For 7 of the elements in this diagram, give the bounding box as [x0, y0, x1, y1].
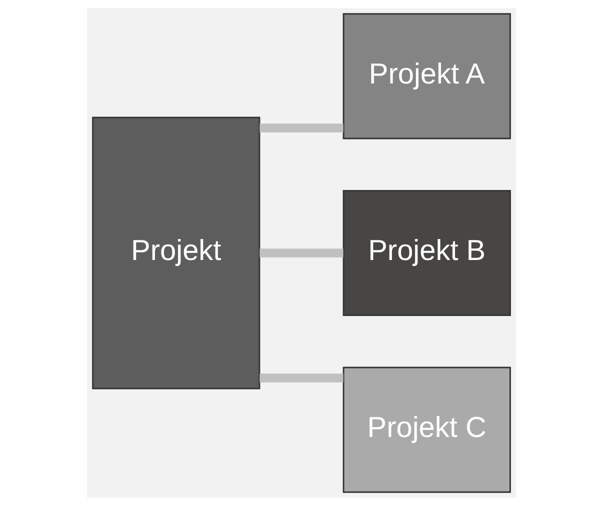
node-box: Projekt B: [342, 190, 510, 316]
connector: [259, 374, 343, 382]
connector: [259, 248, 343, 258]
node-box: Projekt C: [342, 366, 510, 493]
node-box: Projekt A: [342, 13, 510, 140]
node-box: Projekt: [92, 116, 260, 390]
connector: [259, 124, 343, 132]
